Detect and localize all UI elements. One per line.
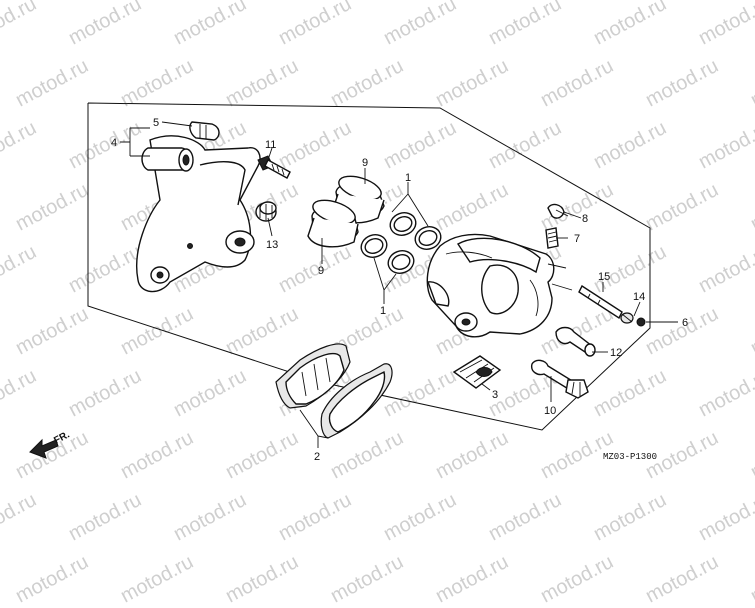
callout-7: 7 bbox=[574, 233, 580, 245]
brake-pad-inner[interactable] bbox=[320, 363, 393, 439]
bleeder-screw[interactable] bbox=[545, 227, 559, 249]
mounting-bolt[interactable] bbox=[255, 201, 277, 222]
piston-seal-2[interactable] bbox=[412, 223, 444, 253]
callout-1-top: 1 bbox=[405, 172, 411, 184]
callout-10: 10 bbox=[544, 405, 556, 417]
assembly-frame bbox=[87, 102, 651, 431]
callout-9-bottom: 9 bbox=[318, 265, 324, 277]
pin-boot[interactable] bbox=[189, 121, 220, 141]
pad-spring[interactable] bbox=[452, 355, 502, 389]
caliper-body[interactable] bbox=[426, 233, 573, 338]
front-label: FR. bbox=[52, 429, 72, 446]
callout-9-top: 9 bbox=[362, 157, 368, 169]
front-arrow-icon bbox=[29, 438, 59, 459]
callout-11: 11 bbox=[265, 139, 276, 151]
slide-pin[interactable] bbox=[555, 326, 596, 357]
front-direction-indicator: FR. bbox=[29, 429, 72, 459]
callout-5: 5 bbox=[153, 117, 159, 129]
callout-1-bottom: 1 bbox=[380, 305, 386, 317]
bleeder-cap[interactable] bbox=[547, 203, 569, 219]
piston-seal-1[interactable] bbox=[387, 209, 419, 239]
leader-lines bbox=[120, 121, 678, 448]
main-slide-pin[interactable] bbox=[530, 359, 589, 399]
piston-front[interactable] bbox=[307, 196, 359, 248]
callout-8: 8 bbox=[582, 213, 588, 225]
callout-12: 12 bbox=[610, 347, 622, 359]
callout-13: 13 bbox=[266, 239, 278, 251]
callout-3: 3 bbox=[492, 389, 498, 401]
callout-6: 6 bbox=[682, 317, 688, 329]
callout-2: 2 bbox=[314, 451, 320, 463]
callout-labels: 5 4 11 13 9 9 1 1 8 7 15 14 6 12 3 10 2 bbox=[111, 117, 688, 463]
piston-rear[interactable] bbox=[331, 172, 385, 224]
pad-pin[interactable] bbox=[578, 284, 623, 320]
callout-14: 14 bbox=[633, 291, 645, 303]
diagram-code: MZ03-P1300 bbox=[603, 452, 657, 462]
parts-diagram: 5 4 11 13 9 9 1 1 8 7 15 14 6 12 3 10 2 … bbox=[29, 102, 688, 463]
bleeder-bolt[interactable] bbox=[257, 155, 291, 179]
brake-pad-outer[interactable] bbox=[275, 343, 351, 409]
callout-15: 15 bbox=[598, 271, 610, 283]
plug-cap[interactable] bbox=[636, 317, 646, 327]
pin-plug[interactable] bbox=[620, 312, 634, 324]
callout-4: 4 bbox=[111, 137, 117, 149]
caliper-bracket[interactable] bbox=[136, 135, 261, 293]
piston-seal-3[interactable] bbox=[358, 231, 390, 261]
piston-seal-4[interactable] bbox=[385, 247, 417, 277]
